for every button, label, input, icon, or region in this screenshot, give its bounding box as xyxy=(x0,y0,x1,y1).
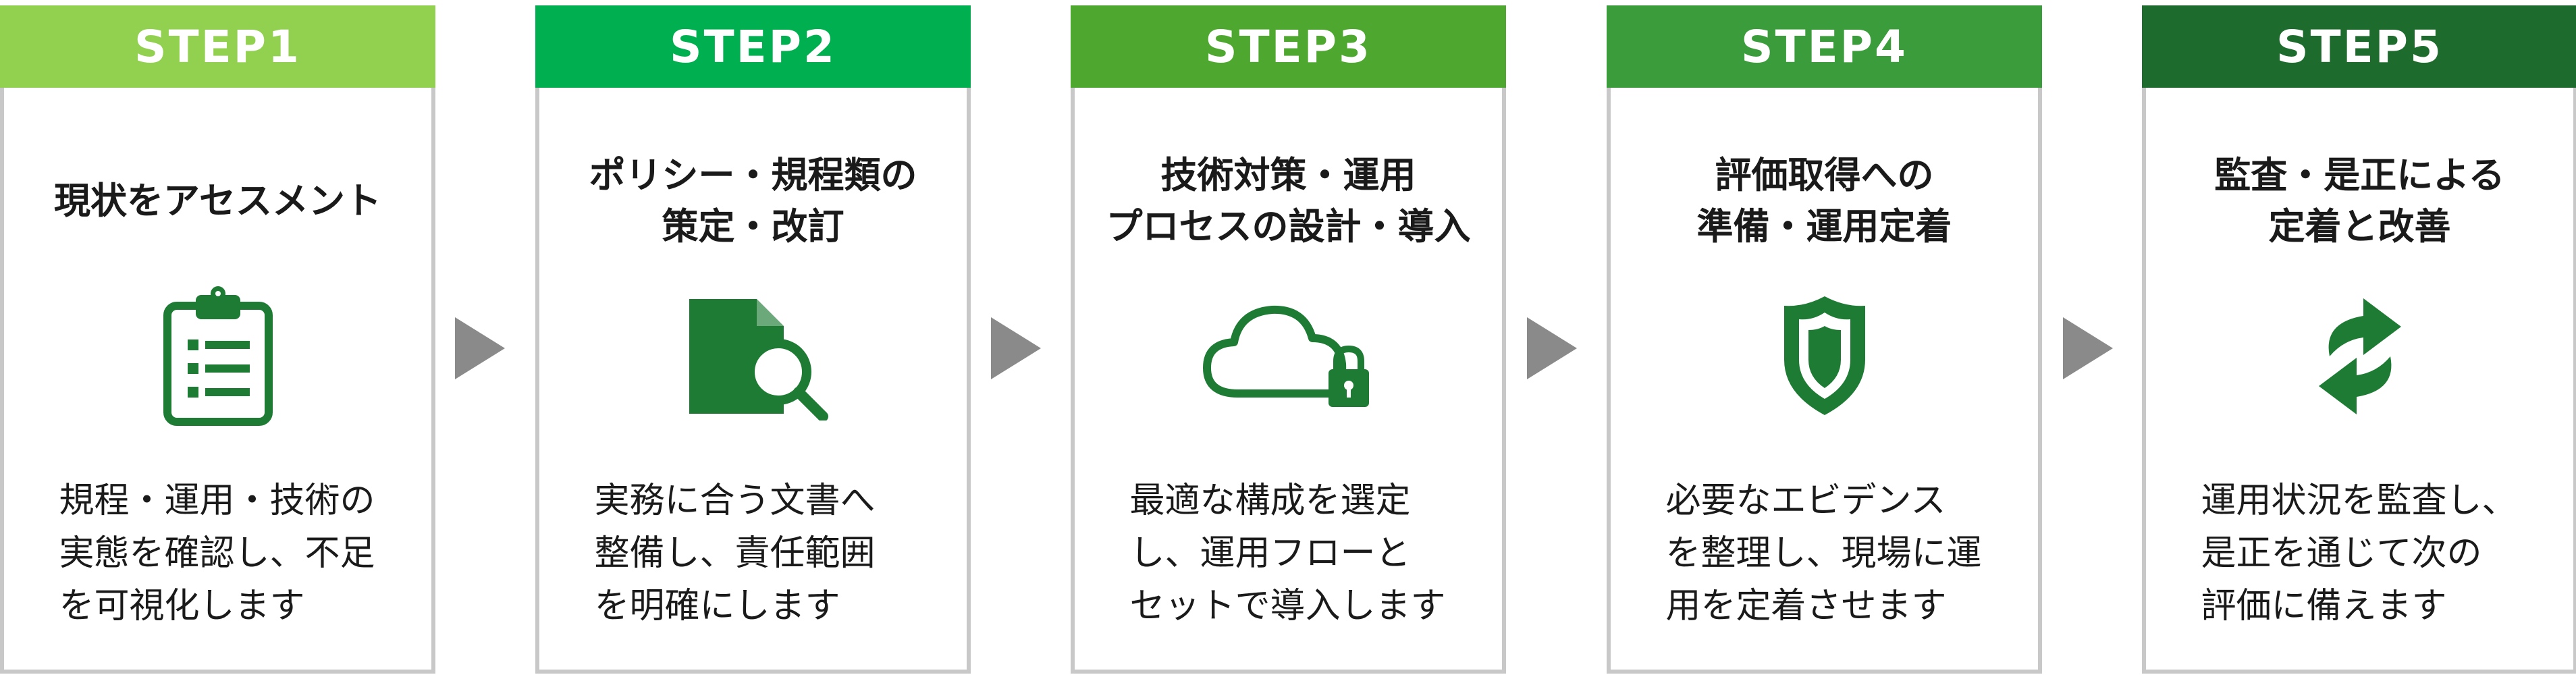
step-card-4: STEP4 評価取得への 準備・運用定着 必要なエビデンス を整理し、現場に運 … xyxy=(1607,5,2042,674)
step-header-1: STEP1 xyxy=(0,5,435,88)
step-description-3: 最適な構成を選定 し、運用フローと セットで導入します xyxy=(1129,481,1446,626)
step-title-2: ポリシー・規程類の 策定・改訂 xyxy=(589,154,917,248)
arrow-icon xyxy=(455,317,505,379)
step-card-5: STEP5 監査・是正による 定着と改善 運用状況を監査し、 是正を通じて次の … xyxy=(2142,5,2576,674)
step-card-2: STEP2 ポリシー・規程類の 策定・改訂 実務に合う文書へ 整備し、責任範囲 … xyxy=(535,5,971,674)
refresh-cycle-icon xyxy=(2146,275,2573,437)
step-title-4: 評価取得への 準備・運用定着 xyxy=(1696,154,1952,248)
step-title-5: 監査・是正による 定着と改善 xyxy=(2214,154,2505,248)
step-header-2: STEP2 xyxy=(535,5,971,88)
arrow-icon xyxy=(991,317,1041,379)
arrow-icon xyxy=(1527,317,1577,379)
step-title-3: 技術対策・運用 プロセスの設計・導入 xyxy=(1106,154,1471,248)
shield-icon xyxy=(1611,275,2038,437)
document-search-icon xyxy=(539,275,967,437)
step-header-4: STEP4 xyxy=(1607,5,2042,88)
arrow-icon xyxy=(2063,317,2113,379)
step-card-1: STEP1 現状をアセスメント 規程・運用・技術の 実態を確認し、不足 を可視化… xyxy=(0,5,435,674)
step-title-1: 現状をアセスメント xyxy=(54,180,381,222)
step-description-1: 規程・運用・技術の 実態を確認し、不足 を可視化します xyxy=(59,481,375,626)
step-description-2: 実務に合う文書へ 整備し、責任範囲 を明確にします xyxy=(594,481,876,626)
step-description-5: 運用状況を監査し、 是正を通じて次の 評価に備えます xyxy=(2201,481,2517,626)
step-description-4: 必要なエビデンス を整理し、現場に運 用を定着させます xyxy=(1665,481,1982,626)
clipboard-checklist-icon xyxy=(4,275,431,437)
step-header-3: STEP3 xyxy=(1071,5,1506,88)
step-header-5: STEP5 xyxy=(2142,5,2576,88)
step-card-3: STEP3 技術対策・運用 プロセスの設計・導入 最適な構成を選定 し、運用フロ… xyxy=(1071,5,1506,674)
cloud-lock-icon xyxy=(1075,275,1502,437)
